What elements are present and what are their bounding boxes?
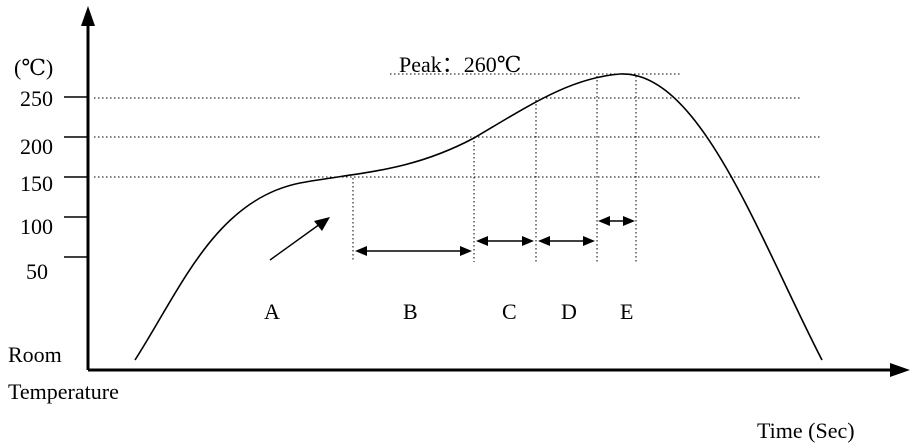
peak-label: Peak：260℃ [399, 52, 521, 77]
zone-label-c: C [502, 299, 517, 324]
zone-d-arrow-left-head [538, 236, 550, 246]
zone-b-arrow-right-head [460, 246, 472, 256]
zone-e-arrow-left-head [598, 216, 610, 226]
y-tick-label-50: 50 [26, 259, 48, 284]
ramp-arrow-line [269, 223, 321, 261]
zone-c-arrow-right-head [522, 236, 534, 246]
zone-label-a: A [264, 299, 280, 324]
y-tick-label-150: 150 [20, 171, 53, 196]
room-label: Room [8, 342, 62, 367]
zone-d-arrow-right-head [583, 236, 595, 246]
y-tick-label-250: 250 [20, 86, 53, 111]
zone-label-b: B [403, 299, 418, 324]
x-axis-arrowhead [890, 363, 910, 377]
y-axis-arrowhead [81, 6, 95, 26]
temperature-label: Temperature [8, 379, 119, 404]
y-unit-label: (℃) [14, 55, 53, 80]
zone-b-arrow-left-head [355, 246, 367, 256]
zone-e-arrow-right-head [623, 216, 635, 226]
zone-label-d: D [561, 299, 577, 324]
y-tick-label-200: 200 [20, 134, 53, 159]
temperature-profile-curve [134, 73, 823, 361]
zone-label-e: E [620, 299, 633, 324]
x-axis-label: Time (Sec) [757, 418, 855, 443]
y-tick-label-100: 100 [20, 214, 53, 239]
ramp-arrow-head [314, 217, 330, 231]
zone-c-arrow-left-head [476, 236, 488, 246]
